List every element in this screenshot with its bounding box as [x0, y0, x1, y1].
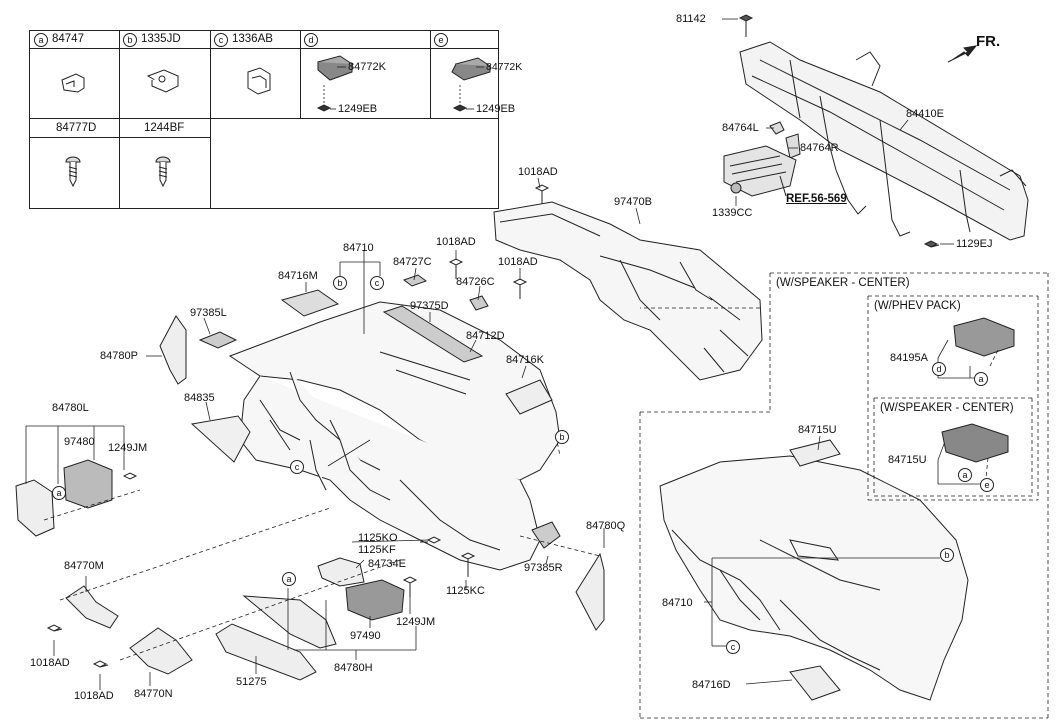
- marker-b: b: [555, 430, 569, 444]
- reference-link[interactable]: REF.56-569: [786, 193, 847, 205]
- variant-crash-pad: [659, 455, 969, 701]
- part-number: 1335JD: [141, 33, 181, 45]
- marker-b: b: [333, 276, 347, 290]
- marker-b: b: [940, 548, 954, 562]
- clip-1336AB-icon: [247, 67, 271, 95]
- front-direction-label: FR.: [976, 33, 1001, 50]
- part-label: 84716K: [506, 354, 544, 366]
- part-label: 84195A: [890, 352, 928, 364]
- legend-1244BF-header: 1244BF: [144, 122, 185, 134]
- part-label: 1249JM: [396, 616, 436, 628]
- legend-a-header: a 84747: [34, 33, 84, 47]
- cowl-crossbar: [739, 41, 1029, 241]
- marker-c: c: [726, 640, 740, 654]
- part-label: 84712D: [466, 330, 505, 342]
- part-label: 1125KC: [446, 585, 485, 597]
- marker-a: a: [52, 486, 66, 500]
- part-label: 1018AD: [30, 657, 70, 669]
- part-label: 84715U: [888, 454, 927, 466]
- marker-e: e: [980, 478, 994, 492]
- speaker-box-title: (W/SPEAKER - CENTER): [879, 402, 1015, 414]
- screw-1244BF-icon: [155, 156, 171, 163]
- part-label: 84726C: [456, 276, 495, 288]
- part-label: 84727C: [393, 256, 432, 268]
- legend-e-header: e: [434, 33, 452, 47]
- part-label: 97490: [350, 630, 381, 642]
- marker-c: c: [290, 460, 304, 474]
- part-label: 1018AD: [74, 690, 114, 702]
- legend-e-screw: 1249EB: [476, 103, 516, 115]
- legend-e-part: 84772K: [486, 61, 523, 73]
- marker-a: a: [958, 468, 972, 482]
- legend-d-screw: 1249EB: [338, 103, 378, 115]
- part-number: 84747: [52, 33, 84, 45]
- part-label: 81142: [676, 13, 706, 25]
- part-label: 1339CC: [712, 207, 753, 219]
- part-label: 1018AD: [498, 256, 538, 268]
- letter-e: e: [434, 33, 448, 47]
- part-label: 84780P: [100, 350, 138, 362]
- crash-pad: [228, 301, 561, 571]
- part-label: 84764L: [722, 122, 759, 134]
- letter-b: b: [123, 33, 137, 47]
- part-number: 1336AB: [232, 33, 273, 45]
- part-label: 84716D: [692, 679, 731, 691]
- legend-b-header: b 1335JD: [123, 33, 181, 47]
- legend-84777D-header: 84777D: [56, 122, 97, 134]
- part-label: 97375D: [410, 300, 449, 312]
- part-label: 97480: [64, 436, 95, 448]
- part-label: 84716M: [278, 270, 318, 282]
- part-label: 84780H: [334, 662, 373, 674]
- letter-c: c: [214, 33, 228, 47]
- part-label: 84410E: [906, 108, 944, 120]
- screw-84777D-icon: [65, 156, 81, 163]
- part-label: 97385R: [524, 562, 563, 574]
- clip-84747-icon: [61, 73, 85, 93]
- part-label: 84770M: [64, 560, 104, 572]
- marker-c: c: [370, 276, 384, 290]
- air-duct: [493, 201, 763, 381]
- part-label: 97385L: [190, 307, 227, 319]
- variant-box-title: (W/SPEAKER - CENTER): [775, 277, 911, 289]
- part-label: 84780Q: [586, 520, 626, 532]
- part-label: 84710: [343, 242, 374, 254]
- part-label: 84734E: [368, 558, 406, 570]
- part-label: 1125KF: [358, 544, 396, 556]
- part-label: 1018AD: [518, 166, 558, 178]
- legend-c-header: c 1336AB: [214, 33, 273, 47]
- part-label: 1125KO: [358, 532, 398, 544]
- part-label: 97470B: [614, 196, 652, 208]
- part-label: 1129EJ: [956, 238, 993, 250]
- part-label: 84780L: [52, 402, 89, 414]
- part-label: 84764R: [800, 142, 839, 154]
- phev-box-title: (W/PHEV PACK): [873, 300, 962, 312]
- marker-a: a: [974, 372, 988, 386]
- part-label: 1249JM: [108, 442, 148, 454]
- marker-a: a: [282, 572, 296, 586]
- legend-d-part: 84772K: [348, 61, 386, 73]
- part-label: 1018AD: [436, 236, 476, 248]
- part-label: 84710: [662, 597, 693, 609]
- letter-d: d: [304, 33, 318, 47]
- letter-a: a: [34, 33, 48, 47]
- part-label: 84835: [184, 392, 215, 404]
- legend-d-header: d: [304, 33, 322, 47]
- part-label: 84770N: [134, 688, 173, 700]
- part-label: 51275: [236, 676, 267, 688]
- marker-d: d: [932, 362, 946, 376]
- part-label: 84715U: [798, 424, 837, 436]
